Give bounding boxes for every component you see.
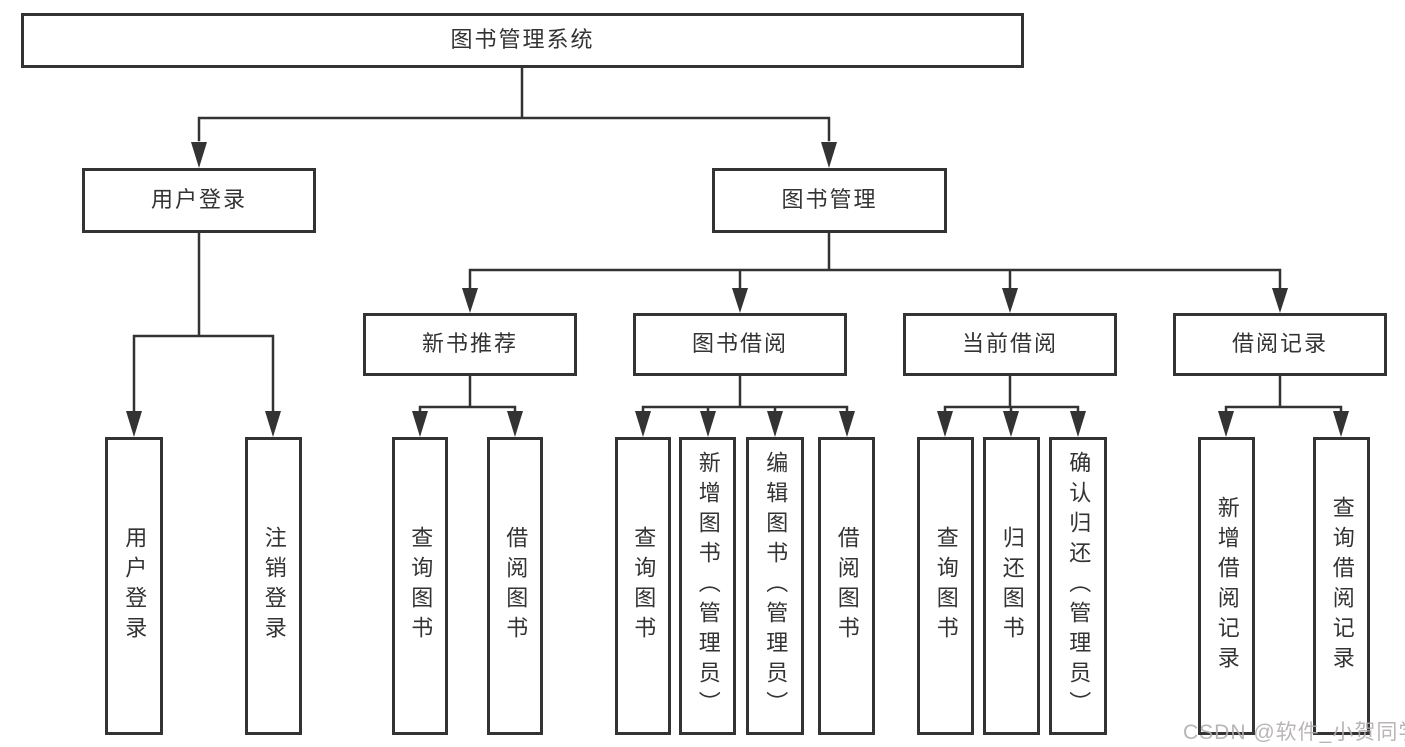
node-label: 图书借阅	[691, 331, 788, 357]
leaf-borrow-books-recommend: 借阅图书	[487, 437, 543, 735]
leaf-add-borrow-record: 新增借阅记录	[1198, 437, 1255, 735]
connector-current-borrowing-to-leaves	[943, 374, 1080, 414]
node-label: 新书推荐	[421, 331, 518, 357]
csdn-watermark: CSDN @软件_小贺同学	[1183, 721, 1405, 744]
leaf-user-login: 用户登录	[105, 437, 163, 735]
leaf-label: 查询借阅记录	[1329, 496, 1355, 676]
leaf-confirm-return-admin: 确认归还（管理员）	[1049, 437, 1107, 735]
node-borrowing-records: 借阅记录	[1173, 313, 1387, 376]
node-label: 图书管理系统	[450, 27, 595, 53]
leaf-return-books: 归还图书	[983, 437, 1040, 735]
leaf-label: 注销登录	[261, 526, 287, 646]
leaf-label: 编辑图书（管理员）	[763, 451, 789, 721]
leaf-label: 归还图书	[999, 526, 1025, 646]
leaf-edit-books-admin: 编辑图书（管理员）	[746, 437, 804, 735]
node-label: 借阅记录	[1231, 331, 1328, 357]
node-book-management: 图书管理	[712, 168, 947, 233]
node-current-borrowing: 当前借阅	[903, 313, 1117, 376]
connector-book-management-to-level3	[468, 231, 1282, 290]
leaf-label: 用户登录	[122, 526, 148, 646]
connector-new-book-to-leaves	[418, 374, 517, 414]
leaf-label: 查询图书	[631, 526, 657, 646]
leaf-label: 查询图书	[933, 526, 959, 646]
leaf-label: 查询图书	[408, 526, 434, 646]
node-library-management-system: 图书管理系统	[21, 13, 1024, 68]
leaf-label: 确认归还（管理员）	[1066, 451, 1092, 721]
node-label: 用户登录	[150, 187, 247, 213]
leaf-borrow-books: 借阅图书	[818, 437, 875, 735]
leaf-add-books-admin: 新增图书（管理员）	[679, 437, 736, 735]
leaf-logout: 注销登录	[245, 437, 302, 735]
leaf-query-books-current: 查询图书	[917, 437, 974, 735]
node-user-login: 用户登录	[82, 168, 316, 233]
connector-borrow-records-to-leaves	[1224, 374, 1343, 414]
leaf-query-books-borrowing: 查询图书	[615, 437, 671, 735]
connector-user-login-to-leaves	[132, 231, 275, 414]
node-label: 图书管理	[781, 187, 878, 213]
node-book-borrowing: 图书借阅	[633, 313, 847, 376]
node-label: 当前借阅	[961, 331, 1058, 357]
leaf-label: 借阅图书	[834, 526, 860, 646]
node-new-book-recommendation: 新书推荐	[363, 313, 577, 376]
connector-book-borrowing-to-leaves	[641, 374, 849, 414]
leaf-query-borrow-record: 查询借阅记录	[1313, 437, 1370, 735]
leaf-label: 新增借阅记录	[1214, 496, 1240, 676]
leaf-label: 新增图书（管理员）	[695, 451, 721, 721]
connector-root-to-level2	[197, 66, 831, 142]
leaf-query-books-recommend: 查询图书	[392, 437, 448, 735]
leaf-label: 借阅图书	[503, 526, 529, 646]
